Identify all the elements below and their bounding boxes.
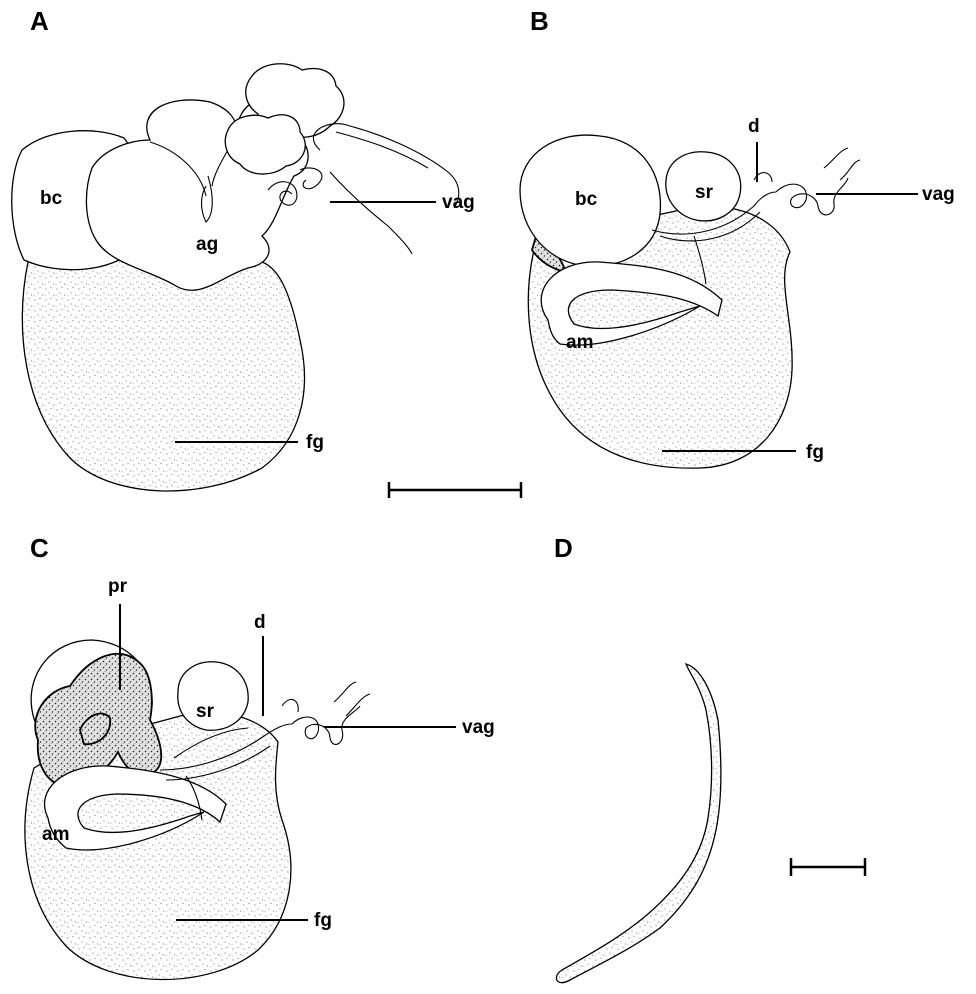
label-sr-c: sr xyxy=(196,701,215,722)
label-vag-c: vag xyxy=(462,717,495,738)
label-bc-a: bc xyxy=(40,188,63,209)
label-vag-a: vag xyxy=(442,192,475,213)
label-fg-b: fg xyxy=(806,442,824,463)
panel-letter-d: D xyxy=(554,533,573,563)
label-fg-c: fg xyxy=(314,910,332,931)
scale-bar-d xyxy=(790,858,866,876)
scale-bar-a xyxy=(388,482,522,498)
label-bc-b: bc xyxy=(575,189,598,210)
vagina-b xyxy=(754,148,860,215)
panel-c: C pr d sr vag am fg xyxy=(25,533,495,980)
panel-b: B bc sr d vag am fg xyxy=(520,6,955,468)
label-pr-c: pr xyxy=(108,576,128,597)
label-fg-a: fg xyxy=(306,432,324,453)
vagina-c xyxy=(282,682,370,744)
panel-letter-c: C xyxy=(30,533,49,563)
label-am-b: am xyxy=(566,332,593,353)
label-d-b: d xyxy=(748,116,760,137)
panel-letter-b: B xyxy=(530,6,549,36)
panel-d: D xyxy=(554,533,866,983)
label-vag-b: vag xyxy=(922,184,955,205)
label-d-c: d xyxy=(254,612,266,633)
panel-letter-a: A xyxy=(30,6,49,36)
label-ag-a: ag xyxy=(196,234,218,255)
panel-a: A bc ag vag fg xyxy=(12,6,522,498)
fat-gland-a xyxy=(22,256,304,491)
label-am-c: am xyxy=(42,824,69,845)
flagellum-d xyxy=(556,664,720,983)
label-sr-b: sr xyxy=(695,182,714,203)
